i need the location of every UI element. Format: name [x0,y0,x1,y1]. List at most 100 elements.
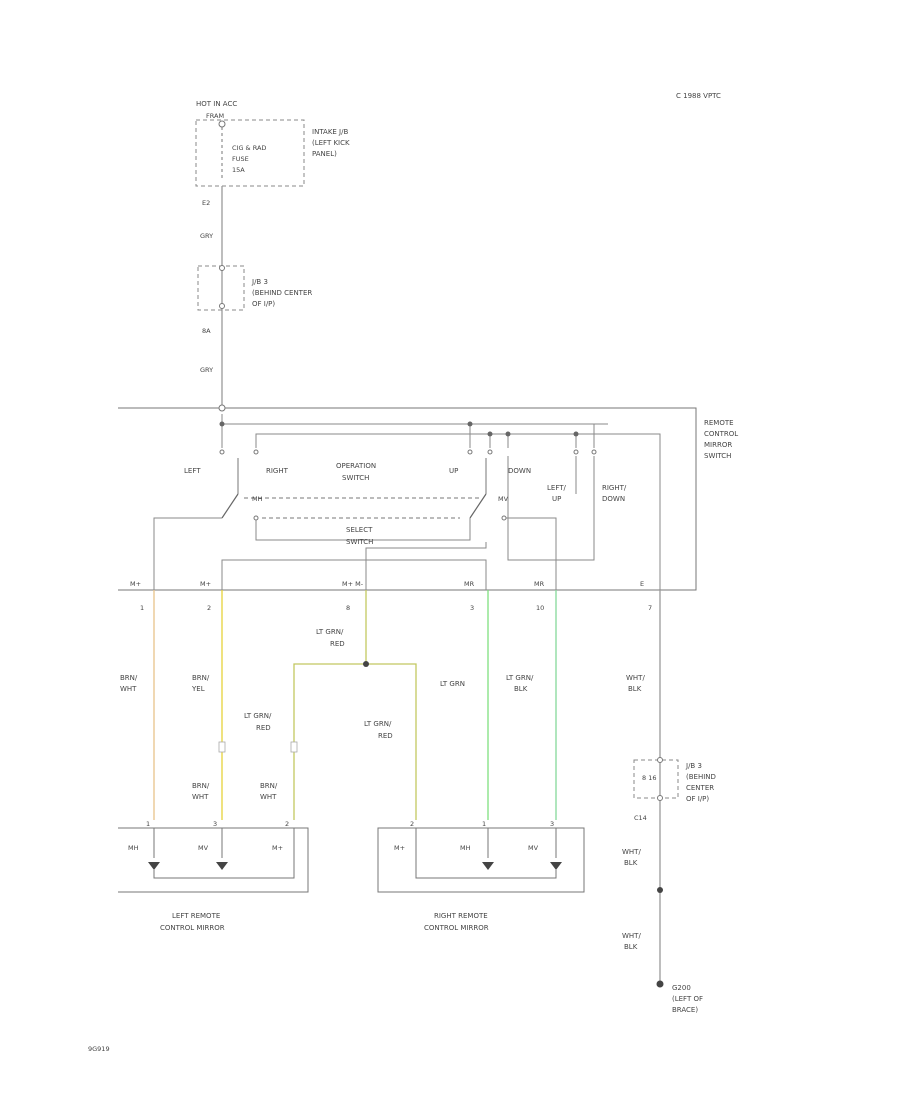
jb3-top-label-2: (BEHIND CENTER [252,289,312,297]
ground-point [656,980,664,988]
select-wire-left [153,517,222,590]
intake-jb-label-2: (LEFT KICK [312,139,350,147]
left-mirror-label-2: CONTROL MIRROR [160,924,225,932]
label-right-down-1: RIGHT/ [602,484,627,492]
left-mirror-motor-h [148,862,160,870]
connector-8a: 8A [202,327,211,335]
label-down: DOWN [508,467,531,475]
pin-tag-3: MR [464,580,475,588]
wire7-label-1: WHT/ [626,674,645,682]
pin-num-1: 1 [140,604,144,612]
pin-tag-1: M+ [130,580,141,588]
intake-jb-label-3: PANEL) [312,150,337,158]
right-mirror-pin-num-1: 1 [482,820,486,828]
jb3-bottom-label-2: (BEHIND [686,773,716,781]
ground-wire1-label-2: BLK [624,859,638,867]
connector-e2: E2 [202,199,210,207]
select-switch-label-2: SWITCH [346,538,373,546]
right-mirror-motor-v [550,862,562,870]
contact-mh: MH [252,495,263,503]
ground-splice [657,887,663,893]
jb3-bottom-label-3: CENTER [686,784,714,792]
jb3-top-label-3: OF I/P) [252,300,275,308]
left-branch-label-1: LT GRN/ [244,712,272,720]
left-mirror-pin-num-2: 3 [213,820,217,828]
left-mirror-box [118,827,309,893]
ground-label-1: G200 [672,984,691,992]
pin-num-2: 2 [207,604,211,612]
contact-mv: MV [498,495,509,503]
fuse-rating: 15A [232,166,245,174]
jb3-top-label-1: J/B 3 [251,278,268,286]
lower-wire2-label-1: BRN/ [260,782,278,790]
pin-tag-10: MR [534,580,545,588]
wire-lt-grn-red-branches [293,663,417,820]
right-mirror-motor-h [482,862,494,870]
wire8-label-2: RED [330,640,345,648]
jb3-top-terminal-out [219,303,225,309]
pin-tag-8: M+ M- [342,580,364,588]
label-left-up-1: LEFT/ [547,484,567,492]
switch-title-3: MIRROR [704,441,732,449]
inline-connector-mid [290,741,298,753]
switch-feed-terminal [218,404,226,412]
operation-switch-label-2: SWITCH [342,474,369,482]
label-left: LEFT [184,467,201,475]
left-mirror-pin-num-1: 1 [146,820,150,828]
fuse-terminal-label: FRAM [206,112,224,120]
jb3-bottom-box [633,759,679,799]
jb3-bottom-label-1: J/B 3 [685,762,702,770]
pin-num-7: 7 [648,604,652,612]
ground-wire2-label-1: WHT/ [622,932,641,940]
left-mirror-motor-v [216,862,228,870]
right-branch-label-1: LT GRN/ [364,720,392,728]
pin-num-3: 3 [470,604,474,612]
intake-jb-label-1: INTAKE J/B [312,128,348,136]
label-right-down-2: DOWN [602,495,625,503]
feed-wire-color-1: GRY [200,232,213,240]
lower-wire2-label-2: WHT [260,793,277,801]
internal-bus-ground [255,433,661,590]
ground-label-3: BRACE) [672,1006,698,1014]
wire7-label-2: BLK [628,685,642,693]
left-mirror-label-1: LEFT REMOTE [172,912,220,920]
switch-title-1: REMOTE [704,419,734,427]
wire2-label-1: BRN/ [192,674,210,682]
right-mirror-label-1: RIGHT REMOTE [434,912,488,920]
copyright-ref: C 1988 VPTC [676,92,721,100]
op-switch-blade-left [221,493,239,519]
right-branch-label-2: RED [378,732,393,740]
ground-wire2-label-2: BLK [624,943,638,951]
hot-in-acc-label: HOT IN ACC [196,100,237,108]
label-up: UP [449,467,458,475]
wire10-label-2: BLK [514,685,528,693]
right-mirror-box [377,827,585,893]
right-mirror-pin-mplus: M+ [394,844,405,852]
switch-block-outline [118,407,697,591]
lower-wire1-label-1: BRN/ [192,782,210,790]
right-mirror-pin-mv: MV [528,844,539,852]
left-mirror-pin-mv: MV [198,844,209,852]
wire1-label-1: BRN/ [120,674,138,682]
label-right: RIGHT [266,467,289,475]
jb3-bottom-label-4: OF I/P) [686,795,709,803]
op-switch-blade-right [469,493,487,519]
operation-switch-label-1: OPERATION [336,462,376,470]
intake-jb-box [195,119,305,187]
wire8-label-1: LT GRN/ [316,628,344,636]
fuse-top-terminal [218,120,226,128]
wire1-label-2: WHT [120,685,137,693]
jb3-bottom-inner-label: 8 16 [642,774,656,782]
page-code: 9G919 [88,1045,110,1053]
switch-title-2: CONTROL [704,430,738,438]
pin-tag-2: M+ [200,580,211,588]
label-left-up-2: UP [552,495,561,503]
switch-title-4: SWITCH [704,452,731,460]
splice-dot [363,661,369,667]
right-mirror-pin-mh: MH [460,844,471,852]
fuse-label-2: FUSE [232,155,249,163]
right-mirror-label-2: CONTROL MIRROR [424,924,489,932]
select-switch-label-1: SELECT [346,526,373,534]
right-mirror-pin-num-3: 3 [550,820,554,828]
left-mirror-pin-num-3: 2 [285,820,289,828]
